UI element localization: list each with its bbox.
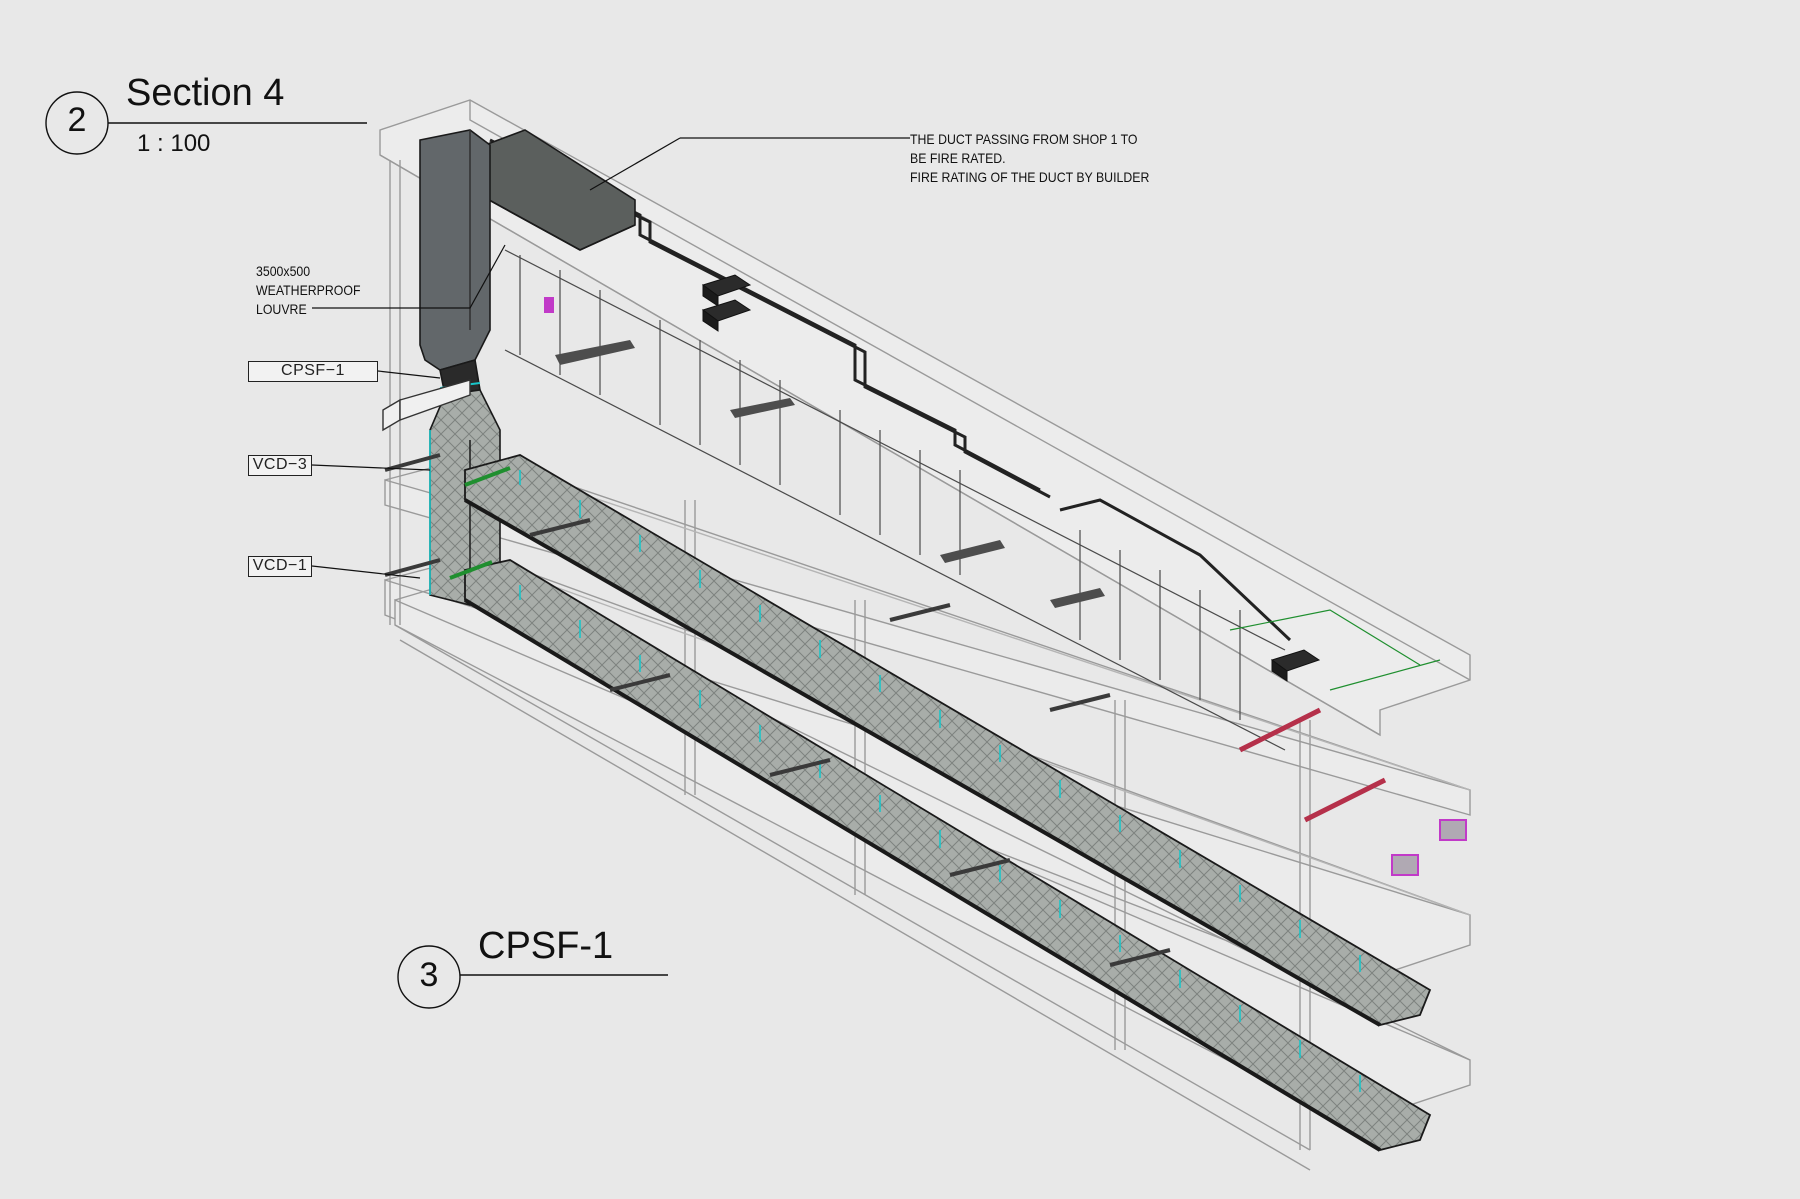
cross-beams — [384, 453, 1171, 967]
louvre-box — [382, 379, 471, 432]
tag-vcd-1: VCD−1 — [248, 556, 312, 577]
fan-coil-units — [701, 274, 1321, 682]
lower-supply-duct — [463, 559, 1432, 1152]
upper-ceiling-duct — [489, 138, 1292, 642]
view-title-cpsf: CPSF-1 — [478, 925, 614, 967]
lower-duct-seams — [519, 585, 1361, 1092]
view-number-cpsf: 3 — [419, 956, 439, 994]
magenta-boxes — [544, 297, 1467, 876]
louvre-note-line-2: WEATHERPROOF — [256, 282, 361, 298]
louvre-note-line-1: 3500x500 — [256, 263, 311, 279]
fire-note-line-3: FIRE RATING OF THE DUCT BY BUILDER — [910, 169, 1150, 185]
upper-supply-duct — [464, 454, 1432, 1027]
riser-duct — [419, 129, 636, 606]
dark-ceiling-strips — [555, 340, 1105, 608]
red-pipe — [1238, 707, 1387, 823]
upper-duct-seams — [519, 470, 1361, 972]
fire-note-line-1: THE DUCT PASSING FROM SHOP 1 TO — [910, 131, 1138, 147]
view-markers — [45, 91, 668, 1009]
tag-vcd-3: VCD−3 — [248, 455, 312, 476]
view-number-section: 2 — [67, 101, 87, 139]
tag-cpsf: CPSF−1 — [248, 361, 378, 382]
fire-rating-note: THE DUCT PASSING FROM SHOP 1 TO BE FIRE … — [910, 130, 1149, 187]
green-linework — [1229, 609, 1441, 691]
upper-facade — [504, 249, 1286, 751]
view-scale-section: 1 : 100 — [137, 130, 211, 157]
louvre-note-line-3: LOUVRE — [256, 301, 307, 317]
damper-markers — [449, 466, 511, 580]
louvre-note: 3500x500 WEATHERPROOF LOUVRE — [256, 262, 361, 319]
view-title-section: Section 4 — [126, 72, 285, 114]
leader-lines — [311, 137, 910, 579]
fire-note-line-2: BE FIRE RATED. — [910, 150, 1006, 166]
